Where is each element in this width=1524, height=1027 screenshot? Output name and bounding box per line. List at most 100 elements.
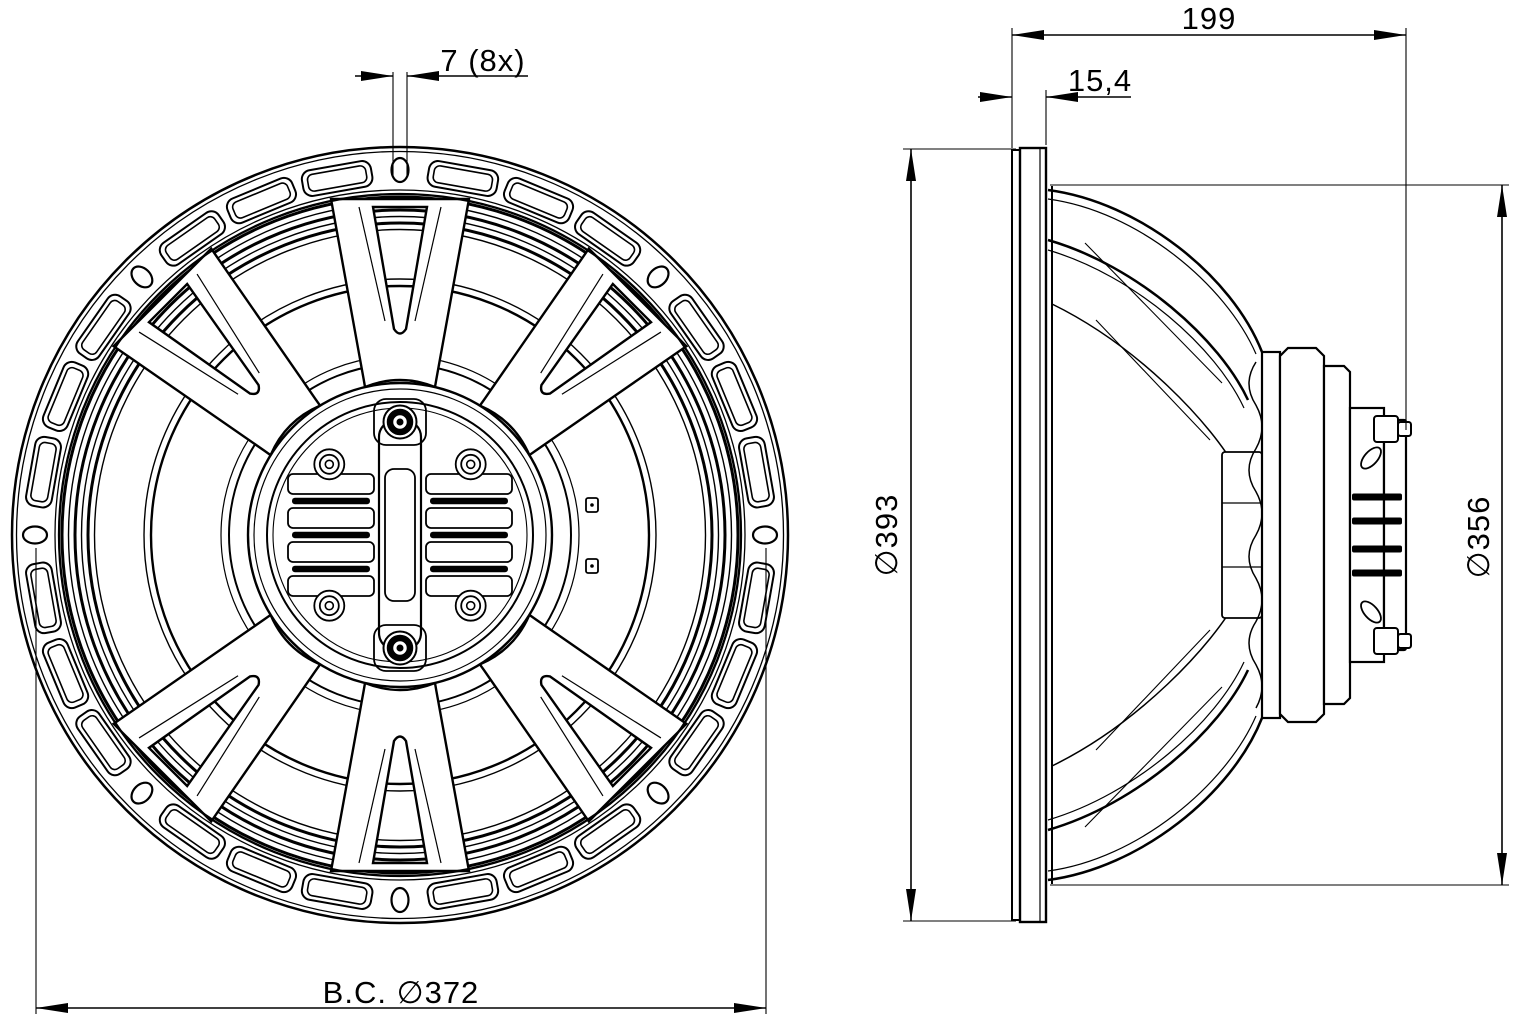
basket-profile-curve: [1095, 319, 1211, 441]
mounting-hole: [646, 781, 670, 805]
hub-bolt-center: [396, 418, 404, 426]
spoke-outline: [329, 197, 471, 389]
bolt-circle-dimension-label: B.C. ∅372: [323, 975, 480, 1010]
rim-vent-slot: [158, 210, 226, 267]
rim-vent-slot-outer: [738, 435, 775, 509]
basket-profile-curve: [1047, 669, 1250, 832]
dimension-arrowhead: [1497, 185, 1507, 217]
basket-spoke: [111, 246, 322, 457]
mounting-hole: [751, 525, 779, 545]
mounting-hole-oval: [130, 265, 154, 289]
rim-vent-slot-outer: [75, 293, 132, 361]
gasket-inner-edge: [15, 150, 785, 920]
rim-vent-slot: [710, 637, 759, 710]
dimension-arrowhead: [734, 1003, 766, 1013]
spoke-outline: [478, 613, 689, 824]
rim-vent-slot-outer: [574, 210, 642, 267]
heatsink-vent: [1360, 446, 1382, 470]
basket-profile-curve: [1084, 686, 1223, 828]
spoke-outline: [478, 246, 689, 457]
mounting-hole-oval: [646, 781, 670, 805]
heatsink-base: [1348, 406, 1386, 664]
dimension-lines: [35, 28, 1509, 1014]
mounting-hole: [646, 265, 670, 289]
rim-vent-slot: [574, 803, 642, 860]
cone-edge-ring: [149, 284, 651, 786]
heatsink-back: [1382, 418, 1408, 652]
rim-vent-slot-outer: [41, 360, 90, 433]
rim-vent-slot: [668, 293, 725, 361]
spoke-detail-line: [358, 206, 386, 322]
basket-profile-curve: [1047, 198, 1257, 355]
heatsink-fin-slot: [1352, 493, 1402, 501]
back-plate: [1322, 364, 1352, 706]
rim-vent-slot: [225, 176, 298, 225]
overall-diameter-dimension-label: ∅393: [869, 494, 904, 577]
rim-vent-slot: [41, 637, 90, 710]
terminal-block: [1373, 627, 1399, 655]
hub-fin-slot: [430, 497, 508, 505]
rim-vent-slot: [738, 561, 775, 635]
rim-vent-slot-outer: [574, 803, 642, 860]
basket-profile-curve: [1047, 717, 1264, 882]
gasket-outer-edge: [10, 145, 790, 925]
depth-dimension-label: 199: [1182, 1, 1237, 36]
hub-screw-center: [465, 459, 476, 470]
dimension-bolt-circle: [35, 548, 767, 1014]
rim-band-inner-edge2: [57, 192, 743, 878]
spoke-detail-line: [138, 675, 239, 739]
mounting-hole: [390, 886, 410, 914]
hub-cooling-fin: [425, 507, 513, 529]
spoke-detail-line: [138, 331, 239, 395]
lead-terminal-dot: [590, 503, 594, 507]
rim-vent-slot-inner: [743, 441, 770, 503]
hub-cooling-fin: [425, 541, 513, 563]
rim-vent-slot-outer: [502, 845, 575, 894]
rim-vent-slot-inner: [231, 851, 292, 888]
rim-vent-slot-outer: [426, 160, 500, 197]
hub-fin-slot: [430, 565, 508, 573]
basket-diameter-dimension-label: ∅356: [1461, 496, 1496, 579]
terminal-block: [1373, 415, 1399, 443]
hub-screw-ring: [460, 595, 482, 617]
spoke-detail-line: [561, 675, 662, 739]
heatsink-fin-slot: [1352, 545, 1402, 553]
rim-vent-slot: [710, 360, 759, 433]
rim-vent-slot: [426, 873, 500, 910]
basket-spoke: [478, 613, 689, 824]
hub-bolt-ring: [386, 634, 414, 662]
basket-profile-curve: [1047, 188, 1264, 353]
rim-vent-slot-inner: [743, 567, 770, 629]
basket-profile-curve: [1047, 715, 1257, 872]
hub-cooling-fin: [287, 541, 375, 563]
basket-profile-curve: [1084, 242, 1223, 384]
rim-vent-slot-inner: [674, 714, 720, 771]
dimension-arrowhead: [1012, 30, 1044, 40]
rim-vent-slot: [158, 803, 226, 860]
rim-vent-slot-outer: [710, 360, 759, 433]
rim-vent-slot-inner: [508, 182, 569, 219]
rim-vent-slot-outer: [25, 435, 62, 509]
hub-bolt-center: [396, 644, 404, 652]
basket-spoke: [111, 613, 322, 824]
rim-vent-slot: [426, 160, 500, 197]
mounting-hole: [130, 781, 154, 805]
heatsink-fin-slot: [1352, 517, 1402, 525]
cone-edge-ring: [143, 278, 657, 792]
rim-vent-slot: [300, 873, 374, 910]
dimension-arrowhead: [906, 889, 916, 921]
rim-vent-slot-outer: [738, 561, 775, 635]
dimension-arrowhead: [1046, 92, 1078, 102]
hub-screw-ring: [460, 453, 482, 475]
front-offset-dimension-label: 15,4: [1068, 63, 1132, 98]
rim-vent-slot-outer: [668, 709, 725, 777]
spoke-outline: [111, 613, 322, 824]
dimension-bolt-hole-width: [355, 71, 528, 176]
hub-outer-ring-inner: [253, 388, 547, 682]
rim-vent-slot-inner: [164, 215, 221, 261]
dimension-arrowhead: [36, 1003, 68, 1013]
rim-vent-slot-outer: [668, 293, 725, 361]
rim-vent-slot: [738, 435, 775, 509]
basket-spoke: [329, 197, 471, 389]
